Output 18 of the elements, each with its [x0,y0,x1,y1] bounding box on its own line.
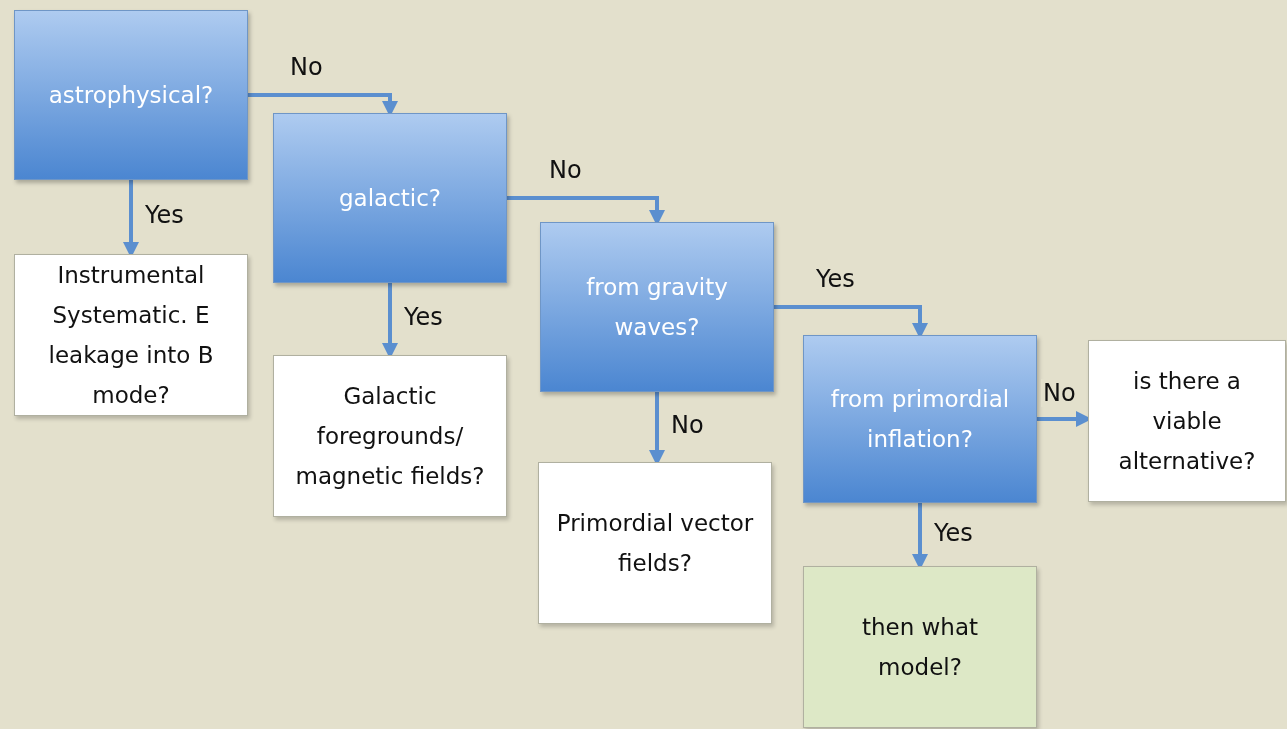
question-text: astrophysical? [47,81,215,110]
decision-box [540,222,774,392]
answer-text: Instrumental Systematic. E leakage into B mode? [47,261,215,410]
outcome-box [1088,340,1286,502]
decision-box [273,113,507,283]
decision-box [803,335,1037,503]
answer-text: Galactic foregrounds/ magnetic fields? [294,382,486,491]
outcome-box [14,254,248,416]
outcome-box [538,462,772,624]
answer-text: then what model? [860,613,980,682]
decision-box [14,10,248,180]
outcome-box [273,355,507,517]
question-text: galactic? [337,184,443,213]
answer-text: is there a viable alternative? [1117,367,1257,476]
question-text: from primordial inflation? [829,385,1011,454]
result-box [803,566,1037,728]
question-text: from gravity waves? [585,273,729,342]
answer-text: Primordial vector fields? [555,509,755,578]
